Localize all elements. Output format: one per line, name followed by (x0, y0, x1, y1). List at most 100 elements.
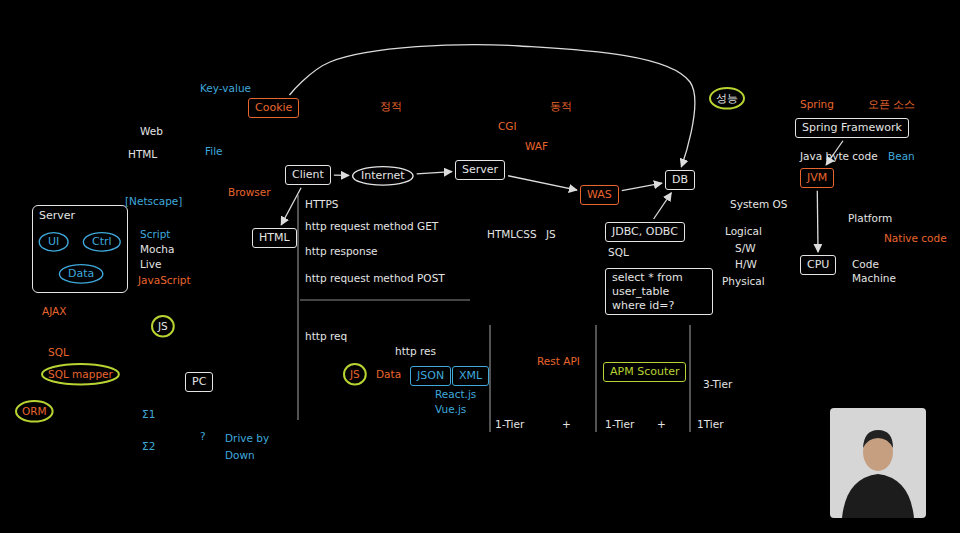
process-box: Client (285, 165, 331, 185)
highlight-circle (710, 88, 744, 109)
note-label: Browser (228, 186, 271, 199)
node-text: Spring Framework (802, 121, 902, 135)
node-text: JSON (417, 369, 444, 383)
note-label: Rest API (537, 355, 580, 368)
process-box: Server (455, 160, 505, 180)
process-box: Spring Framework (795, 118, 909, 138)
node-text: WAS (587, 188, 612, 202)
note-label: Physical (722, 275, 765, 288)
process-box: select * from user_table where id=? (605, 268, 713, 315)
node-text: Cookie (255, 101, 292, 115)
note-label: Java byte code (800, 150, 878, 163)
note-label: 1Tier (697, 418, 723, 431)
note-label: 오픈 소스 (868, 98, 915, 111)
connector-arrow (289, 45, 694, 167)
divider-line (297, 195, 298, 420)
note-label: Key-value (200, 82, 251, 95)
highlight-circle (152, 316, 174, 337)
node-text: Ctrl (92, 235, 112, 249)
note-label: Spring (800, 98, 834, 111)
ellipse-shape (83, 233, 120, 252)
note-label: 동적 (550, 100, 572, 113)
node-text: DB (672, 173, 688, 187)
process-box: PC (185, 372, 213, 392)
note-label: Σ1 (142, 408, 155, 421)
divider-line (489, 325, 490, 432)
process-box: XML (452, 366, 489, 386)
note-label: http request method GET (305, 220, 438, 233)
note-label: [Netscape] (125, 195, 182, 208)
divider-line (689, 325, 690, 432)
node-text: Internet (361, 169, 405, 183)
process-box: HTML (252, 228, 297, 248)
node-text: Server (462, 163, 498, 177)
note-label: http request method POST (305, 272, 445, 285)
process-box: CPU (800, 255, 836, 275)
note-label: SQL (608, 246, 629, 259)
note-label: Machine (852, 272, 896, 285)
note-label: 정적 (380, 100, 402, 113)
node-text: Server (39, 209, 121, 223)
note-label: http res (395, 345, 436, 358)
note-label: Mocha (140, 243, 174, 256)
note-label: SQL mapper (48, 368, 113, 381)
note-label: Logical (725, 225, 762, 238)
note-label: ORM (22, 405, 47, 418)
note-label: S/W (735, 242, 756, 255)
node-text: select * from user_table where id=? (612, 271, 706, 312)
connector-arrow (508, 176, 577, 190)
note-label: Bean (888, 150, 915, 163)
note-label: JS (350, 368, 360, 381)
note-label: http req (305, 330, 347, 343)
node-text: JVM (807, 171, 827, 185)
note-label: Drive by (225, 432, 269, 445)
divider-line (300, 299, 470, 300)
note-label: 1-Tier (495, 418, 524, 431)
note-label: JavaScript (138, 274, 191, 287)
note-label: Native code (884, 232, 947, 245)
note-label: 1-Tier (605, 418, 634, 431)
node-text: UI (48, 235, 59, 249)
highlight-circle (344, 364, 366, 385)
node-text: PC (192, 375, 206, 389)
node-text: XML (459, 369, 482, 383)
note-label: AJAX (42, 305, 66, 318)
process-box: Cookie (248, 98, 299, 118)
note-label: File (205, 145, 223, 158)
note-label: Platform (848, 212, 892, 225)
webcam-frame (830, 408, 926, 518)
note-label: HTML (128, 148, 157, 161)
note-label: http response (305, 245, 378, 258)
note-label: CGI (498, 120, 517, 133)
node-text: CPU (807, 258, 829, 272)
node-text: APM Scouter (610, 365, 679, 379)
ellipse-shape (353, 167, 413, 186)
divider-line (595, 325, 596, 432)
note-label: React.js (435, 388, 476, 401)
note-label: Code (852, 258, 879, 271)
process-box: APM Scouter (603, 362, 686, 382)
note-label: Web (140, 125, 163, 138)
note-label: System OS (730, 198, 787, 211)
note-label: Data (376, 368, 401, 381)
ellipse-node: UI (39, 232, 68, 252)
highlight-circle (42, 364, 119, 385)
person-body (842, 474, 914, 518)
note-label: Script (140, 228, 170, 241)
note-label: Down (225, 449, 255, 462)
webcam-inset (830, 408, 926, 518)
note-label: 3-Tier (703, 378, 732, 391)
ellipse-node: Ctrl (83, 232, 121, 252)
node-text: Data (68, 267, 94, 281)
note-label: HTML (487, 228, 516, 241)
note-label: JS (546, 228, 556, 241)
note-label: Vue.js (435, 403, 466, 416)
ellipse-shape (59, 265, 102, 284)
node-text: HTML (259, 231, 290, 245)
highlight-circle (16, 401, 53, 422)
note-label: CSS (516, 228, 537, 241)
connector-arrow (654, 193, 672, 219)
note-label: + (657, 418, 666, 431)
